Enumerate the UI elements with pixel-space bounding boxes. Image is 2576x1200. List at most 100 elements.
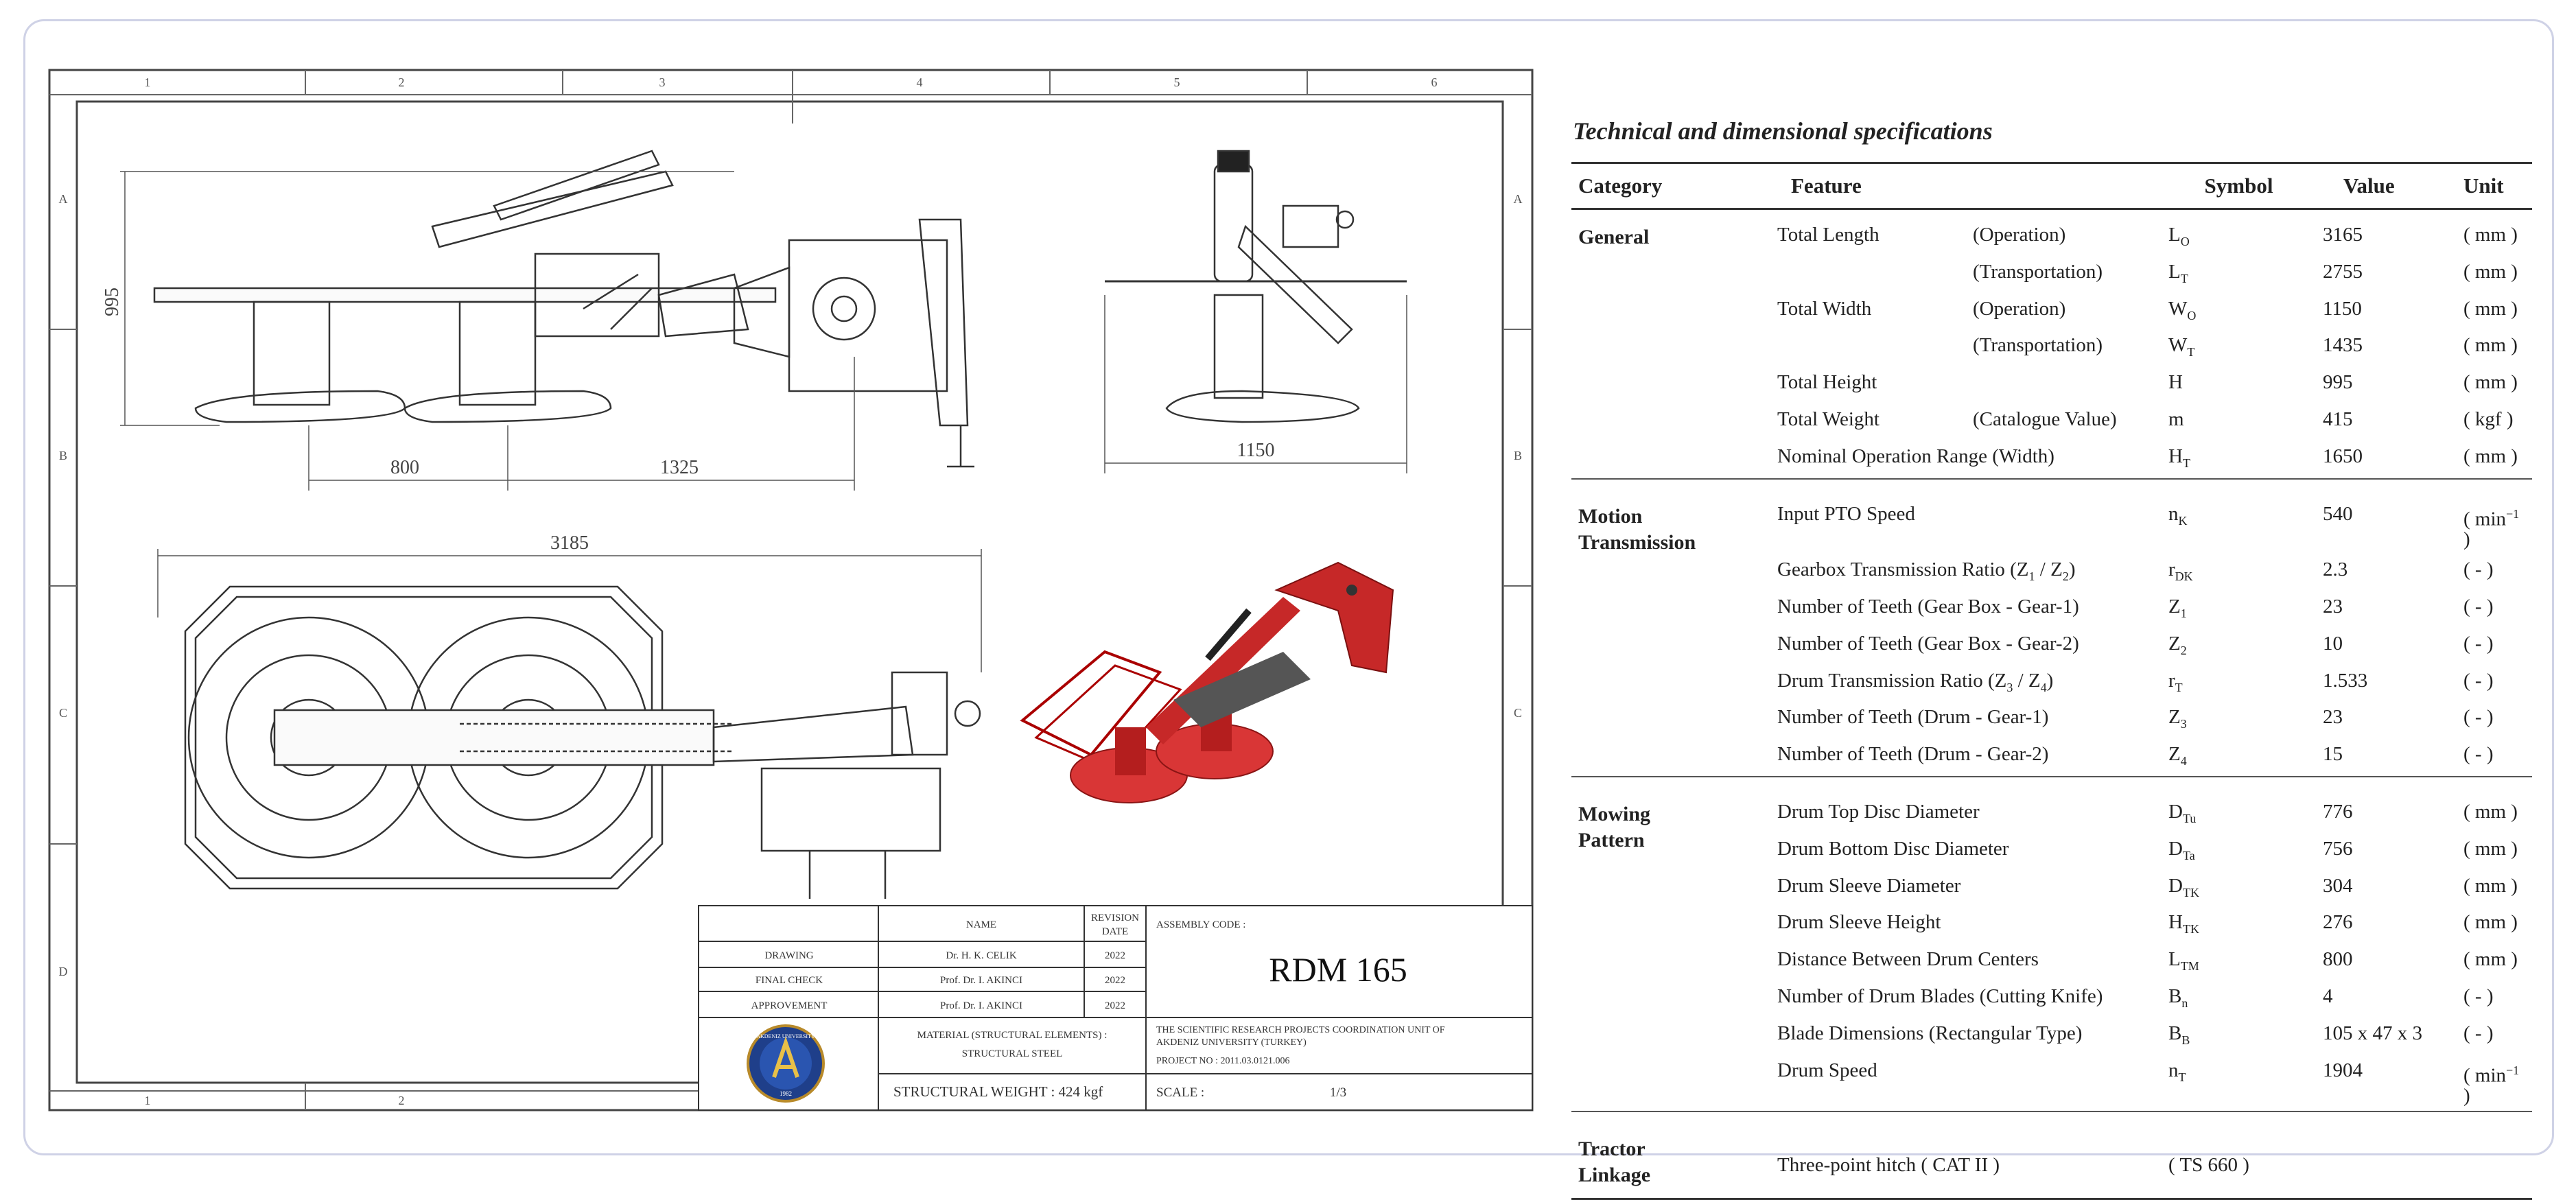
tb-scale-value: 1/3: [1330, 1085, 1346, 1100]
category-general: General: [1578, 226, 1650, 248]
symbol-sub: T: [2182, 456, 2190, 470]
symbol-cell: Z2: [2162, 628, 2316, 666]
symbol-cell: rDK: [2162, 554, 2316, 591]
grid-col-1: 1: [145, 75, 151, 89]
qualifier-cell: (Operation): [1973, 297, 2066, 320]
table-row: Drum Bottom Disc Diameter DTa 756 ( mm ): [1571, 834, 2532, 871]
value-cell: 15: [2323, 743, 2343, 766]
symbol-cell: LT: [2162, 257, 2316, 294]
tb-date-drawing: 2022: [1105, 950, 1125, 961]
specifications-panel: Technical and dimensional specifications…: [1571, 110, 2532, 1200]
feature-cell: Total Weight: [1777, 408, 1880, 430]
grid-row-b-right: B: [1514, 449, 1522, 462]
unit-cell: ( mm ): [2463, 801, 2518, 823]
unit-cell: ( mm ): [2463, 334, 2518, 357]
feature-cell: [1770, 330, 1966, 367]
unit-cell: ( mm ): [2463, 874, 2518, 897]
table-row: Drum Transmission Ratio (Z3 / Z4) rT 1.5…: [1571, 666, 2532, 703]
symbol-text: Z: [2168, 632, 2181, 655]
symbol-sub: T: [2178, 1070, 2186, 1084]
symbol-cell: DTa: [2162, 834, 2316, 871]
dim-800: 800: [390, 457, 419, 478]
logo-year: 1982: [780, 1090, 792, 1097]
symbol-text: D: [2168, 801, 2183, 823]
unit-text: ( min: [2463, 1064, 2507, 1087]
value-cell: 10: [2323, 632, 2343, 655]
unit-sup: −1: [2506, 1063, 2520, 1077]
feature-sub: 4: [2040, 680, 2047, 694]
unit-cell: ( mm ): [2463, 445, 2518, 467]
feature-cell: Gearbox Transmission Ratio (Z1 / Z2): [1770, 554, 2162, 591]
table-row: General Total Length (Operation) LO 3165…: [1571, 220, 2532, 257]
value-cell: 1150: [2323, 297, 2362, 320]
grid-col-6: 6: [1431, 75, 1438, 89]
value-cell: 1435: [2323, 334, 2363, 357]
symbol-text: D: [2168, 874, 2183, 897]
feature-cell: Distance Between Drum Centers: [1777, 948, 2039, 971]
tb-material-label: MATERIAL (STRUCTURAL ELEMENTS) :: [917, 1030, 1108, 1041]
category-mowing-2: Pattern: [1578, 829, 1645, 852]
unit-cell: ( mm ): [2463, 371, 2518, 394]
symbol-cell: LO: [2162, 220, 2316, 257]
value-cell: 304: [2323, 874, 2353, 897]
grid-col-5: 5: [1174, 75, 1180, 89]
unit-cell: ( mm ): [2463, 297, 2518, 320]
table-header-row: Category Feature Symbol Value Unit: [1571, 162, 2532, 210]
symbol-cell: ( TS 660 ): [2168, 1153, 2249, 1176]
isometric-render: [1020, 561, 1394, 803]
tb-name-header: NAME: [966, 919, 996, 930]
tb-rev-header-2: DATE: [1102, 926, 1128, 937]
feature-cell: Drum Speed: [1777, 1059, 1877, 1081]
unit-sup: −1: [2506, 506, 2520, 521]
grid-col-2: 2: [399, 75, 405, 89]
tb-name-final: Prof. Dr. I. AKINCI: [940, 975, 1022, 986]
unit-cell: ( mm ): [2463, 837, 2518, 860]
value-cell: 23: [2323, 706, 2343, 729]
tb-scale-label: SCALE :: [1156, 1085, 1204, 1100]
feature-cell: Drum Transmission Ratio (Z3 / Z4): [1770, 666, 2162, 703]
symbol-sub: TM: [2180, 959, 2199, 973]
feature-text: Drum Transmission Ratio (Z: [1777, 669, 2007, 692]
side-view: [1105, 150, 1407, 423]
symbol-cell: WT: [2162, 330, 2316, 367]
symbol-sub: TK: [2182, 922, 2199, 937]
feature-sub: 3: [2006, 680, 2013, 694]
symbol-cell: nK: [2162, 499, 2316, 555]
category-tractor-1: Tractor: [1578, 1138, 1646, 1161]
feature-text: ): [2046, 669, 2054, 692]
symbol-sub: Ta: [2182, 848, 2195, 862]
front-dimensions: [120, 171, 855, 491]
symbol-cell: DTK: [2162, 871, 2316, 908]
symbol-sub: K: [2178, 513, 2188, 528]
value-cell: 4: [2323, 985, 2333, 1007]
tb-project-number: PROJECT NO : 2011.03.0121.006: [1156, 1056, 1289, 1066]
symbol-text: Z: [2168, 596, 2181, 618]
qualifier-cell: (Transportation): [1973, 334, 2103, 357]
table-row: Blade Dimensions (Rectangular Type) BB 1…: [1571, 1018, 2532, 1055]
symbol-text: L: [2168, 948, 2181, 971]
feature-cell: Blade Dimensions (Rectangular Type): [1777, 1022, 2083, 1044]
unit-text: ( min: [2463, 508, 2507, 530]
unit-cell: ( - ): [2463, 706, 2494, 729]
symbol-sub: T: [2180, 271, 2188, 285]
unit-cell: ( mm ): [2463, 948, 2518, 971]
unit-cell: ( min−1 ): [2457, 1055, 2532, 1112]
university-logo: AKDENIZ UNIVERSITY 1982: [747, 1024, 825, 1103]
feature-sub: 2: [2062, 569, 2069, 584]
value-cell: 276: [2323, 911, 2353, 934]
table-row: Total Height H 995 ( mm ): [1571, 367, 2532, 404]
value-cell: 1650: [2323, 445, 2363, 467]
symbol-text: n: [2168, 502, 2179, 525]
symbol-sub: O: [2180, 234, 2190, 248]
table-row: Drum Sleeve Diameter DTK 304 ( mm ): [1571, 871, 2532, 908]
unit-cell: ( - ): [2463, 743, 2494, 766]
table-row: Number of Drum Blades (Cutting Knife) Bn…: [1571, 981, 2532, 1018]
feature-cell: Nominal Operation Range (Width): [1777, 445, 2054, 467]
feature-cell: Drum Top Disc Diameter: [1777, 801, 1980, 823]
feature-cell: Number of Teeth (Drum - Gear-2): [1777, 743, 2049, 766]
grid-row-d: D: [59, 965, 68, 978]
table-row: Drum Sleeve Height HTK 276 ( mm ): [1571, 907, 2532, 944]
symbol-cell: H: [2162, 367, 2316, 404]
unit-cell: ( min−1 ): [2457, 499, 2532, 555]
tb-role-approve: APPROVEMENT: [751, 1000, 828, 1011]
